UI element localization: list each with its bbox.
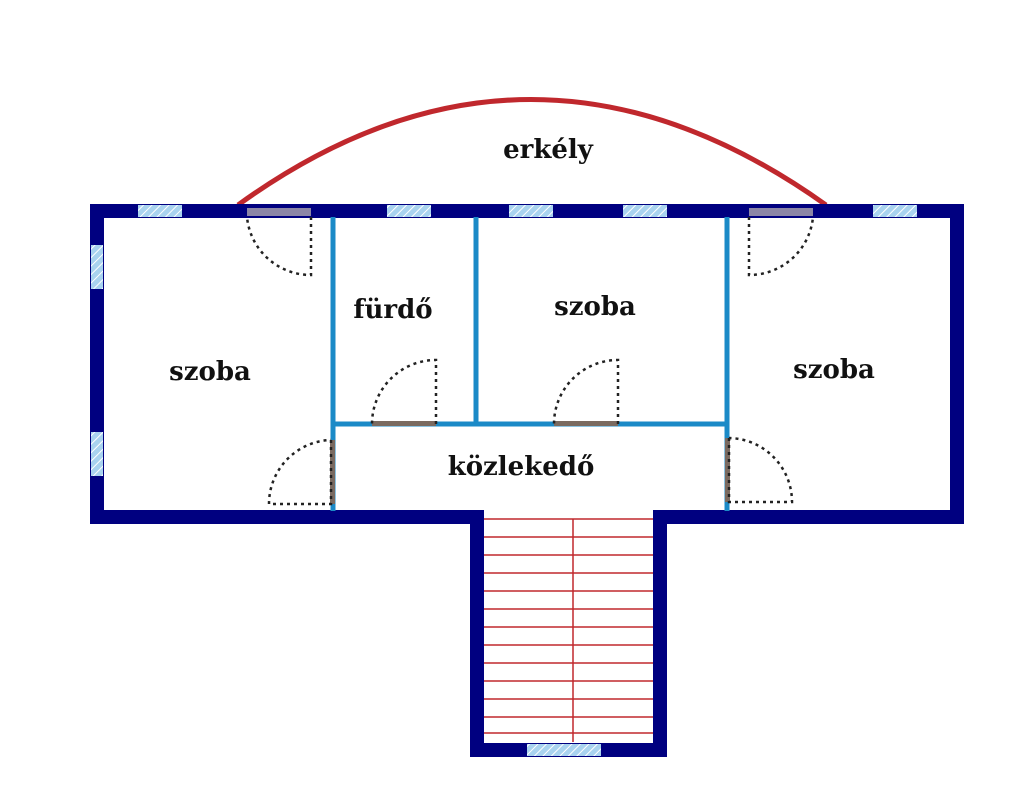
window [91,245,103,289]
label-corridor: közlekedő [448,452,595,482]
label-balcony: erkély [503,135,594,165]
door-swings [245,216,815,506]
window [138,205,182,217]
window [527,744,601,756]
door-thresholds [330,421,730,504]
balcony-door-openings [247,208,813,216]
window [91,432,103,476]
window [623,205,667,217]
door-swing [747,216,815,277]
door-swing [552,358,620,425]
label-room-center: szoba [554,292,636,322]
windows [91,205,917,756]
door-swing [727,436,794,504]
window [873,205,917,217]
outer-walls [90,204,964,757]
stairs [484,518,653,742]
window [387,205,431,217]
label-bathroom: fürdő [353,295,432,325]
window [509,205,553,217]
balcony-arc [236,97,828,208]
label-room-left: szoba [169,357,251,387]
door-swing [245,216,313,277]
door-swing [370,358,438,425]
door-swing [267,438,333,506]
label-room-right: szoba [793,355,875,385]
